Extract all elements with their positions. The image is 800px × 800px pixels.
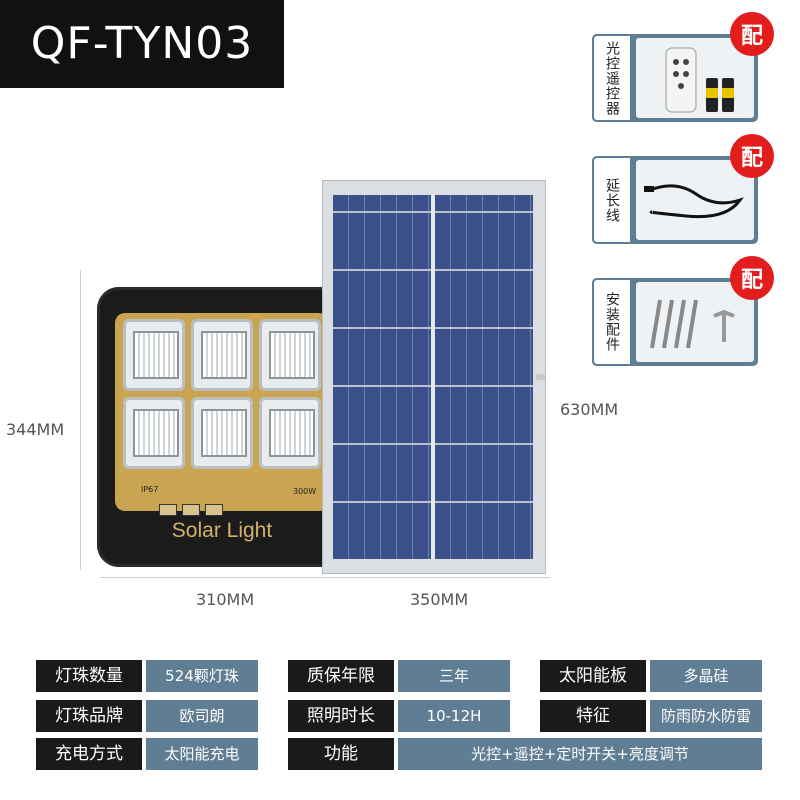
remote-control-icon [636,38,754,118]
spec-value: 太阳能充电 [146,738,258,770]
solar-panel [322,180,546,574]
lamp-width-label: 310MM [196,590,255,609]
spec-key: 充电方式 [36,738,142,770]
led-module [259,397,321,469]
lamp-function-icons [159,501,229,516]
spec-key: 太阳能板 [540,660,646,692]
lamp-height-line [80,270,81,570]
spec-value: 欧司朗 [146,700,258,732]
led-module [191,397,253,469]
solar-flood-light: IP67 300W Solar Light [97,287,349,567]
panel-height-label: 630MM [560,400,619,419]
led-housing [115,313,329,511]
accessory-label: 安装配件 [592,278,632,366]
spec-value: 三年 [398,660,510,692]
lamp-brand-text: Solar Light [171,519,273,542]
accessory-label: 光控遥控器 [592,34,632,122]
spec-value: 10-12H [398,700,510,732]
spec-key: 功能 [288,738,394,770]
width-line [100,577,550,578]
led-module [123,397,185,469]
included-badge: 配 [730,134,774,178]
extension-cable-icon [636,160,754,240]
spec-key: 灯珠品牌 [36,700,142,732]
led-module [259,319,321,391]
ip-rating: IP67 [141,485,159,494]
screws-icon [636,282,754,362]
accessory-mounting: 安装配件 [592,278,758,366]
accessory-cable: 延长线 [592,156,758,244]
spec-key: 照明时长 [288,700,394,732]
included-badge: 配 [730,12,774,56]
spec-value: 多晶硅 [650,660,762,692]
wattage-label: 300W [293,487,317,496]
accessory-remote: 光控遥控器 [592,34,758,122]
included-badge: 配 [730,256,774,300]
panel-cells [333,195,533,559]
led-module [191,319,253,391]
spec-key: 灯珠数量 [36,660,142,692]
accessory-label: 延长线 [592,156,632,244]
led-module [123,319,185,391]
product-title: QF-TYN03 [0,0,284,88]
spec-value: 防雨防水防雷 [650,700,762,732]
panel-connector [536,374,546,380]
panel-width-label: 350MM [410,590,469,609]
spec-key: 质保年限 [288,660,394,692]
lamp-height-label: 344MM [6,420,65,439]
spec-key: 特征 [540,700,646,732]
spec-value: 光控+遥控+定时开关+亮度调节 [398,738,762,770]
panel-cell-column [435,195,533,559]
spec-value: 524颗灯珠 [146,660,258,692]
panel-cell-column [333,195,431,559]
